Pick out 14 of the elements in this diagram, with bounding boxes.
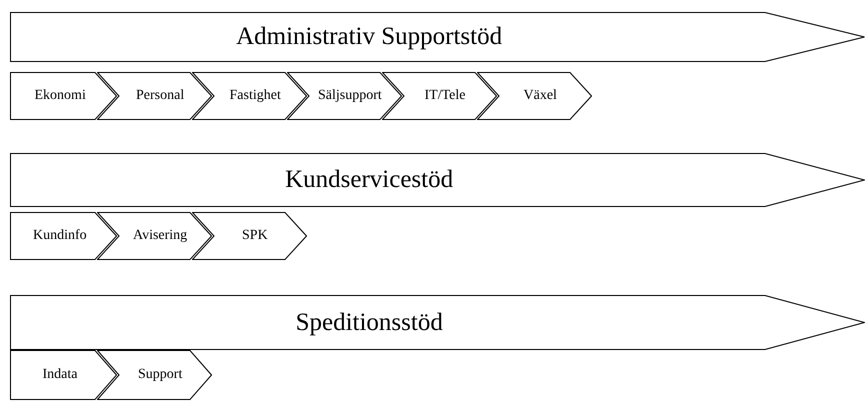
chevron-label: Support [138, 367, 182, 383]
chevron-label: Indata [42, 367, 78, 383]
chevron-label: Fastighet [230, 88, 281, 104]
chevron-label: Administrativ Supportstöd [236, 23, 502, 51]
chevron-label: IT/Tele [424, 88, 466, 104]
chevron-label: Säljsupport [318, 88, 382, 104]
chevron-label: Speditionsstöd [296, 308, 443, 336]
chevron-label: Kundservicestöd [285, 166, 454, 194]
chevron-label: Växel [524, 88, 557, 104]
chevron-label: Personal [136, 88, 184, 104]
chevron-label: Kundinfo [33, 228, 87, 244]
chevron-label: Ekonomi [34, 88, 86, 104]
chevron-label: Avisering [133, 228, 188, 244]
chevron-label: SPK [242, 228, 268, 244]
